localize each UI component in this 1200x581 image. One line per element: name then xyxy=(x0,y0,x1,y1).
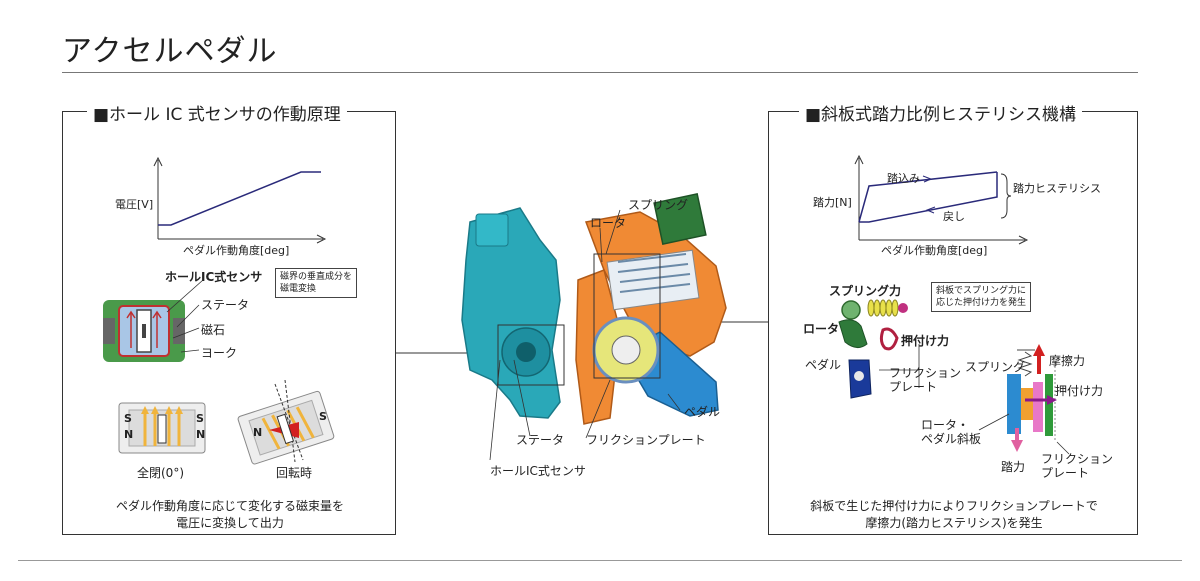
hall-ic-sensor-label: ホールIC式センサ xyxy=(165,270,263,284)
press-curve xyxy=(858,171,998,223)
rotating-pole-n-left: N xyxy=(253,426,263,439)
friction-plate-label-2: プレート xyxy=(889,380,938,394)
pedal-angle-axis-label: ペダル作動角度[deg] xyxy=(183,244,290,257)
hall-sensor-illustration xyxy=(103,279,204,362)
mechanism-pedal-label: ペダル xyxy=(805,358,842,372)
friction-plate-label-1: フリクション xyxy=(889,366,962,380)
schematic-press-force-label: 押付け力 xyxy=(1055,384,1104,398)
hysteresis-label: 踏力ヒステリシス xyxy=(1013,182,1101,195)
closed-pole-s-left: S xyxy=(124,412,132,425)
bottom-divider xyxy=(18,560,1182,561)
spring-force-label: スプリング力 xyxy=(829,284,902,298)
hysteresis-graph xyxy=(854,154,1029,245)
hysteresis-panel-heading: ■斜板式踏力比例ヒステリシス機構 xyxy=(799,100,1083,125)
voltage-graph xyxy=(153,156,327,244)
schematic-spring-label: スプリング xyxy=(965,360,1026,374)
friction-plate2-label-1: フリクション xyxy=(1041,452,1114,466)
mechanism-rotor-label: ロータ xyxy=(803,322,840,336)
hall-ic-sensor-panel: ■ホール IC 式センサの作動原理 電圧[V] ペダル作動角度[deg] ホール… xyxy=(62,100,396,535)
closed-state-illustration xyxy=(118,402,206,454)
rotating-pole-s-right: S xyxy=(319,410,327,423)
mechanism-illustration xyxy=(838,299,1070,455)
center-rotor-label: ロータ xyxy=(590,216,627,230)
stator-label: ステータ xyxy=(201,298,250,312)
magnetic-field-note: 磁界の垂直成分を 磁電変換 xyxy=(275,268,358,298)
rotating-label: 回転時 xyxy=(276,466,313,480)
voltage-axis-label: 電圧[V] xyxy=(115,198,154,211)
friction-force-label: 摩擦力 xyxy=(1049,354,1086,368)
friction-plate2-label-2: プレート xyxy=(1041,466,1090,480)
center-pedal-label: ペダル xyxy=(684,405,721,419)
press-force-label: 押付け力 xyxy=(901,334,950,348)
press-label: 踏込み xyxy=(887,172,920,185)
fully-closed-label: 全閉(0°) xyxy=(137,466,184,480)
title-divider xyxy=(62,72,1138,73)
center-stator-label: ステータ xyxy=(516,433,565,447)
return-curve xyxy=(859,172,998,223)
magnet-label: 磁石 xyxy=(201,323,226,337)
right-angle-axis-label: ペダル作動角度[deg] xyxy=(881,244,988,257)
rotating-state-illustration xyxy=(237,379,335,465)
voltage-line xyxy=(158,171,321,226)
center-friction-plate-label: フリクションプレート xyxy=(586,433,706,447)
rotor-pedal-label-1: ロータ・ xyxy=(921,418,970,432)
hysteresis-caption: 斜板で生じた押付け力によりフリクションプレートで 摩擦力(踏力ヒステリシス)を発… xyxy=(810,499,1098,530)
rotor-pedal-label-2: ペダル斜板 xyxy=(921,432,982,446)
pedal-force-axis-label: 踏力[N] xyxy=(813,196,852,209)
yoke-label: ヨーク xyxy=(201,346,238,360)
hall-ic-panel-heading: ■ホール IC 式センサの作動原理 xyxy=(87,100,347,125)
center-spring-label: スプリング xyxy=(628,198,689,212)
pedal-force-label: 踏力 xyxy=(1001,460,1026,474)
hysteresis-mechanism-panel: ■斜板式踏力比例ヒステリシス機構 踏力[N] ペダル作動角度[deg] 踏込み … xyxy=(768,100,1138,535)
center-hall-sensor-label: ホールIC式センサ xyxy=(490,464,586,478)
closed-pole-n-right: N xyxy=(196,428,206,441)
closed-pole-s-right: S xyxy=(196,412,204,425)
hall-ic-caption: ペダル作動角度に応じて変化する磁束量を 電圧に変換して出力 xyxy=(115,499,344,530)
return-label: 戻し xyxy=(943,210,965,223)
swash-plate-note: 斜板でスプリング力に 応じた押付け力を発生 xyxy=(931,282,1032,312)
closed-pole-n-left: N xyxy=(124,428,134,441)
page-title: アクセルペダル xyxy=(62,34,278,69)
